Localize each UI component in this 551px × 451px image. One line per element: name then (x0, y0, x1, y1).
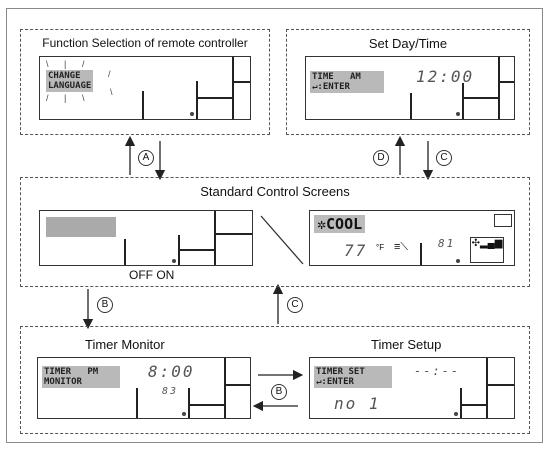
arrow-label-c-lower: C (287, 297, 303, 313)
timer-monitor-title: Timer Monitor (85, 337, 165, 352)
timer-label: TIMER (44, 367, 72, 377)
change-language-badge: CHANGE LANGUAGE (46, 70, 94, 92)
am-label: AM (349, 72, 361, 82)
set-temp: 77 (344, 241, 368, 260)
change-label: CHANGE (48, 71, 81, 81)
language-label: LANGUAGE (48, 81, 92, 91)
cool-mode-text: COOL (326, 215, 363, 233)
sensor-dot-icon (456, 259, 460, 263)
arrow-label-d: D (373, 150, 389, 166)
timer-monitor-lcd: TIMER PM MONITOR 8:00 83 (37, 357, 251, 419)
standard-control-title: Standard Control Screens (200, 184, 350, 199)
time-enter-badge: TIME AM ↵:ENTER (310, 71, 384, 93)
cool-icon: ✲ (317, 215, 327, 233)
sensor-dot-icon (172, 259, 176, 263)
set-day-time-lcd: TIME AM ↵:ENTER 12:00 (305, 56, 515, 120)
set-day-time-box: Set Day/Time TIME AM ↵:ENTER 12:00 (286, 29, 530, 135)
monitor-label: MONITOR (44, 377, 82, 387)
standard-on-lcd: ✲COOL 77 °F ≡⟍ 81 ✣▂▄▆ (309, 210, 515, 266)
function-selection-box: Function Selection of remote controller … (20, 29, 270, 135)
timer-setup-clock: --:-- (414, 364, 461, 378)
timer-setup-number: no 1 (334, 394, 381, 413)
set-time-clock: 12:00 (416, 67, 475, 86)
enter-label: ↵:ENTER (316, 377, 354, 387)
temp-unit: °F (376, 243, 385, 252)
diagonal-divider (260, 215, 304, 265)
fan-speed-icon: ✣▂▄▆ (470, 237, 504, 263)
standard-control-box: Standard Control Screens OFF ON ✲COOL 77… (20, 177, 530, 287)
timer-monitor-badge: TIMER PM MONITOR (42, 366, 120, 388)
sensor-dot-icon (190, 112, 194, 116)
arrow-label-b-left: B (97, 297, 113, 313)
sensor-dot-icon (454, 412, 458, 416)
timer-monitor-temp: 83 (162, 386, 179, 397)
filter-icon (494, 214, 512, 227)
standard-off-lcd (39, 210, 253, 266)
function-selection-title: Function Selection of remote controller (42, 36, 248, 50)
set-day-time-title: Set Day/Time (368, 36, 448, 51)
enter-label: ↵:ENTER (312, 82, 350, 92)
timer-set-label: TIMER SET (316, 367, 365, 377)
arrow-label-c-upper: C (436, 150, 452, 166)
diagram-frame (6, 8, 543, 443)
timer-setup-lcd: TIMER SET ↵:ENTER --:-- no 1 (309, 357, 515, 419)
blink-rays-icon: \|/ /|\ /\ (46, 59, 113, 103)
timer-setup-badge: TIMER SET ↵:ENTER (314, 366, 392, 388)
sensor-dot-icon (456, 112, 460, 116)
gray-block (46, 217, 116, 237)
timer-box: Timer Monitor Timer Setup TIMER PM MONIT… (20, 326, 530, 434)
time-label: TIME (312, 72, 334, 82)
room-temp: 81 (438, 237, 456, 250)
timer-monitor-clock: 8:00 (148, 362, 195, 381)
function-selection-lcd: CHANGE LANGUAGE \|/ /|\ /\ (39, 56, 251, 120)
arrow-label-a: A (138, 150, 154, 166)
off-on-caption: OFF ON (129, 268, 175, 282)
sensor-dot-icon (182, 412, 186, 416)
cool-mode-badge: ✲COOL (314, 215, 366, 233)
fan-louver-icon: ≡⟍ (394, 241, 409, 253)
timer-setup-title: Timer Setup (371, 337, 442, 352)
pm-label: PM (87, 367, 99, 377)
arrow-label-b-right: B (271, 384, 287, 400)
